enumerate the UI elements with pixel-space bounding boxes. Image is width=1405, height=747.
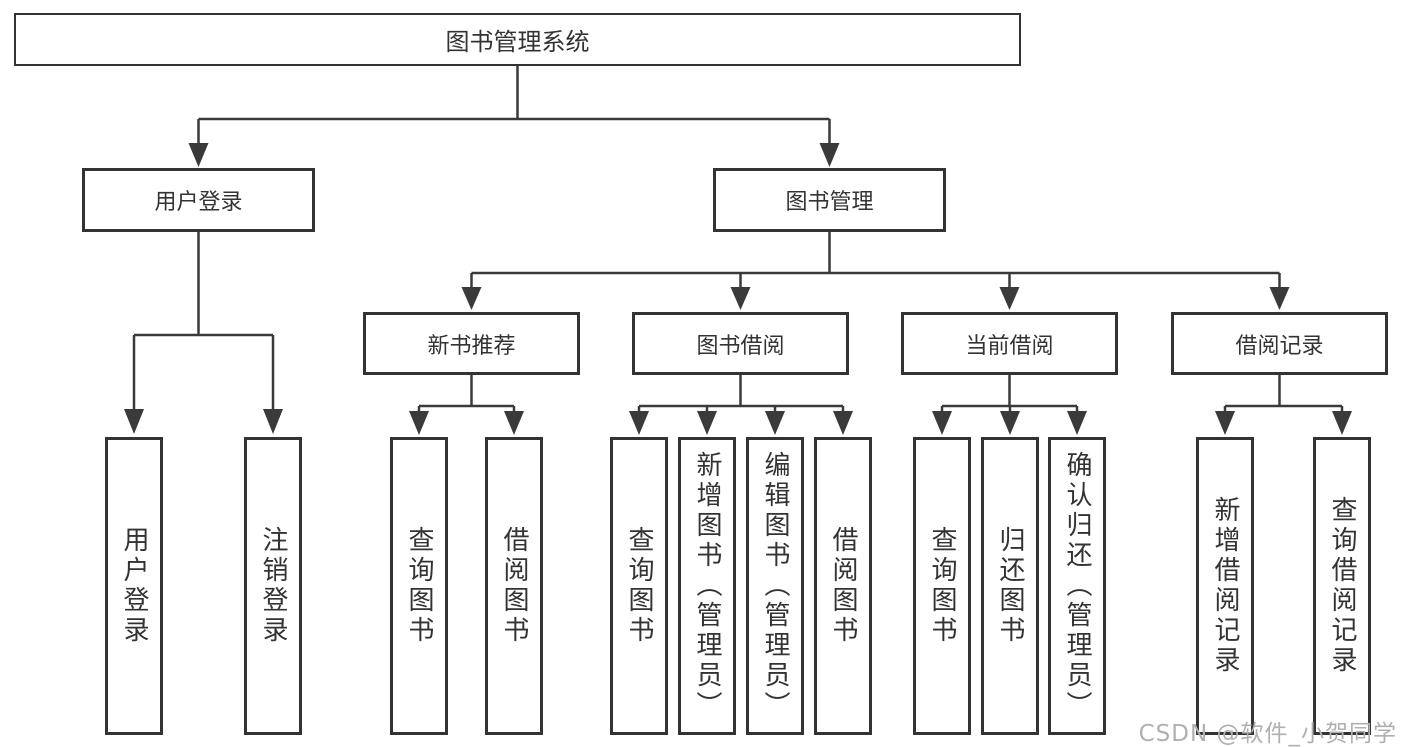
- connector-root-to-level2: [188, 66, 840, 167]
- node-borrow-records-label: 借阅记录: [1235, 333, 1324, 359]
- node-new-book-recommend: 新书推荐: [363, 312, 580, 375]
- leaf-query-books-recommend: 查询图书: [390, 437, 448, 735]
- leaf-add-book-admin: 新增图书（管理员）: [678, 437, 736, 735]
- connector-book-management-to-level3: [461, 232, 1290, 310]
- leaf-query-books-recommend-label: 查询图书: [404, 526, 434, 646]
- leaf-user-login: 用户登录: [105, 437, 163, 735]
- connector-book-borrow-to-leaves: [629, 375, 853, 435]
- connector-new-book-recommend-to-leaves: [409, 375, 524, 435]
- node-borrow-records: 借阅记录: [1171, 312, 1388, 375]
- leaf-logout-label: 注销登录: [258, 526, 288, 646]
- leaf-user-login-label: 用户登录: [119, 526, 149, 646]
- node-root-label: 图书管理系统: [445, 28, 590, 56]
- csdn-watermark: CSDN @软件_小贺同学: [1138, 721, 1397, 747]
- node-book-management: 图书管理: [713, 168, 946, 232]
- leaf-borrow-books-borrow-label: 借阅图书: [828, 526, 858, 646]
- connector-user-login-to-leaves: [124, 232, 283, 434]
- node-new-book-recommend-label: 新书推荐: [427, 333, 516, 359]
- leaf-query-borrow-record: 查询借阅记录: [1313, 437, 1371, 735]
- leaf-query-books-current-label: 查询图书: [927, 526, 957, 646]
- leaf-edit-book-admin: 编辑图书（管理员）: [746, 437, 804, 735]
- leaf-return-books-label: 归还图书: [995, 526, 1025, 646]
- leaf-query-books-current: 查询图书: [913, 437, 971, 735]
- leaf-confirm-return-admin-label: 确认归还（管理员）: [1062, 451, 1092, 721]
- node-book-borrow: 图书借阅: [632, 312, 849, 375]
- leaf-borrow-books-recommend-label: 借阅图书: [499, 526, 529, 646]
- node-root-library-system: 图书管理系统: [14, 13, 1021, 66]
- node-current-borrow-label: 当前借阅: [965, 333, 1054, 359]
- leaf-borrow-books-borrow: 借阅图书: [814, 437, 872, 735]
- leaf-confirm-return-admin: 确认归还（管理员）: [1048, 437, 1106, 735]
- leaf-add-borrow-record: 新增借阅记录: [1196, 437, 1254, 735]
- leaf-query-books-borrow: 查询图书: [610, 437, 668, 735]
- node-current-borrow: 当前借阅: [901, 312, 1118, 375]
- leaf-return-books: 归还图书: [981, 437, 1039, 735]
- leaf-edit-book-admin-label: 编辑图书（管理员）: [760, 451, 790, 721]
- leaf-query-books-borrow-label: 查询图书: [624, 526, 654, 646]
- node-book-management-label: 图书管理: [785, 190, 874, 215]
- leaf-add-book-admin-label: 新增图书（管理员）: [692, 451, 722, 721]
- node-user-login: 用户登录: [82, 168, 315, 232]
- leaf-borrow-books-recommend: 借阅图书: [485, 437, 543, 735]
- leaf-query-borrow-record-label: 查询借阅记录: [1327, 496, 1357, 676]
- leaf-logout: 注销登录: [244, 437, 302, 735]
- connector-borrow-records-to-leaves: [1215, 375, 1352, 435]
- leaf-add-borrow-record-label: 新增借阅记录: [1210, 496, 1240, 676]
- node-user-login-label: 用户登录: [154, 190, 243, 215]
- connector-current-borrow-to-leaves: [932, 375, 1087, 435]
- node-book-borrow-label: 图书借阅: [696, 333, 785, 359]
